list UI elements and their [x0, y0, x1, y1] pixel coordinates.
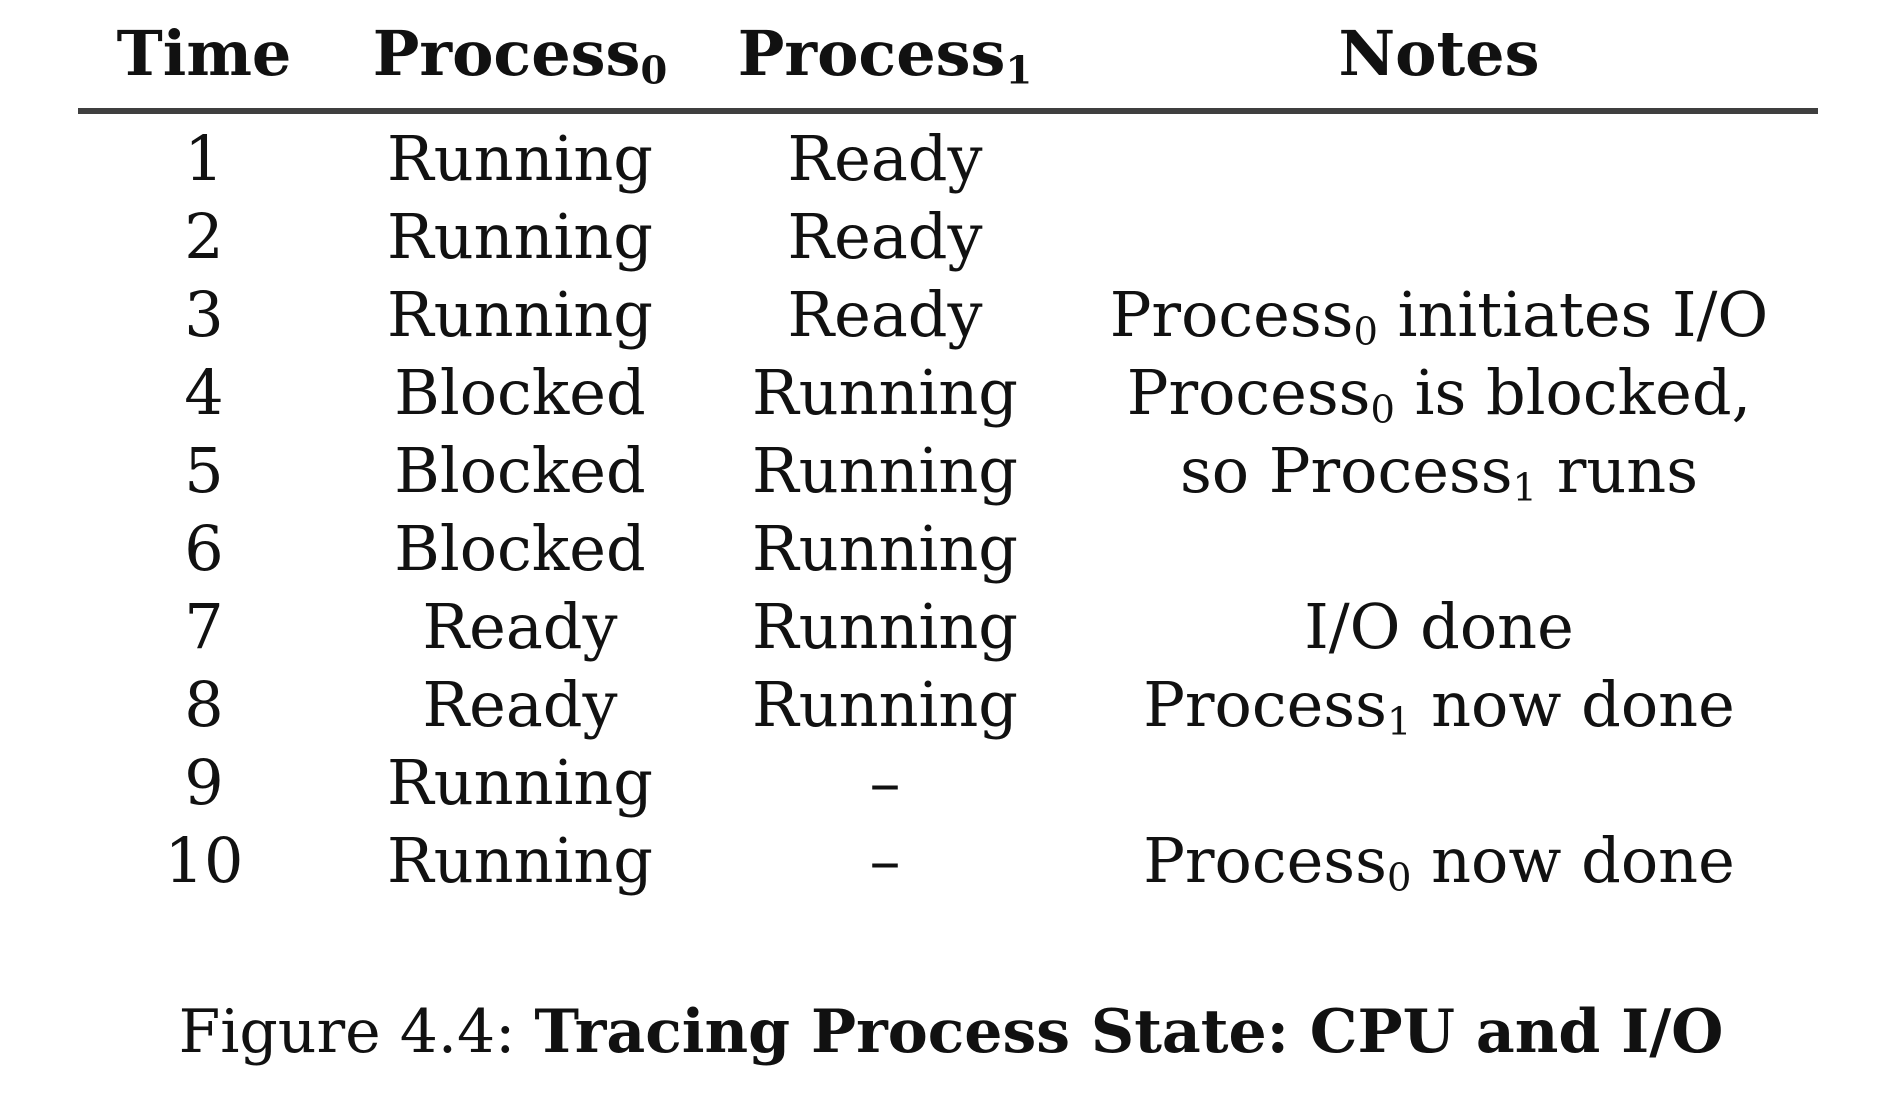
header-process1: Process1 — [710, 14, 1060, 114]
cell-note — [1060, 744, 1818, 822]
figure-caption: Figure 4.4: Tracing Process State: CPU a… — [0, 995, 1902, 1069]
cell-note: I/O done — [1304, 590, 1574, 663]
cell-note: Process0 now done — [1143, 824, 1735, 901]
table-row: 1 Running Ready — [78, 111, 1818, 198]
cell-process1: Running — [752, 512, 1018, 585]
table-row: 7 Ready Running I/O done — [78, 588, 1818, 666]
cell-time: 3 — [184, 278, 224, 351]
cell-time: 6 — [184, 512, 224, 585]
table-row: 2 Running Ready — [78, 198, 1818, 276]
process-state-table: Time Process0 Process1 Notes 1 Running R… — [78, 14, 1818, 900]
cell-time: 7 — [184, 590, 224, 663]
cell-note: so Process1 runs — [1179, 434, 1699, 511]
cell-time: 2 — [184, 200, 224, 273]
figure-caption-title: Tracing Process State: CPU and I/O — [534, 997, 1724, 1067]
header-process0: Process0 — [330, 14, 710, 114]
cell-process1: – — [869, 746, 901, 819]
cell-time: 9 — [184, 746, 224, 819]
cell-process1: Ready — [787, 200, 983, 273]
cell-process0: Running — [387, 824, 653, 897]
cell-time: 4 — [184, 356, 224, 429]
cell-process0: Blocked — [394, 434, 646, 507]
cell-time: 5 — [184, 434, 224, 507]
cell-process0: Running — [387, 278, 653, 351]
cell-time: 10 — [164, 824, 244, 897]
cell-process1: Ready — [787, 278, 983, 351]
table-row: 4 Blocked Running Process0 is blocked, — [78, 354, 1818, 432]
cell-process1: Running — [752, 668, 1018, 741]
cell-process1: Running — [752, 590, 1018, 663]
cell-process0: Ready — [422, 590, 618, 663]
cell-process1: Running — [752, 356, 1018, 429]
cell-note — [1060, 198, 1818, 276]
cell-process0: Ready — [422, 668, 618, 741]
cell-time: 8 — [184, 668, 224, 741]
cell-process1: – — [869, 824, 901, 897]
cell-process0: Running — [387, 746, 653, 819]
table-row: 9 Running – — [78, 744, 1818, 822]
table-row: 5 Blocked Running so Process1 runs — [78, 432, 1818, 510]
cell-note — [1060, 510, 1818, 588]
cell-note: Process0 is blocked, — [1126, 356, 1752, 433]
cell-process0: Blocked — [394, 512, 646, 585]
cell-note — [1060, 111, 1818, 198]
cell-process0: Running — [387, 200, 653, 273]
table-row: 6 Blocked Running — [78, 510, 1818, 588]
table-row: 8 Ready Running Process1 now done — [78, 666, 1818, 744]
header-time: Time — [78, 14, 330, 114]
cell-process0: Blocked — [394, 356, 646, 429]
cell-process1: Ready — [787, 122, 983, 195]
cell-note: Process0 initiates I/O — [1109, 278, 1769, 355]
table-header-row: Time Process0 Process1 Notes — [78, 14, 1818, 114]
cell-note: Process1 now done — [1143, 668, 1735, 745]
table-row: 10 Running – Process0 now done — [78, 822, 1818, 900]
figure-caption-prefix: Figure 4.4: — [178, 997, 535, 1067]
header-notes: Notes — [1060, 14, 1818, 114]
table-row: 3 Running Ready Process0 initiates I/O — [78, 276, 1818, 354]
cell-process0: Running — [387, 122, 653, 195]
cell-process1: Running — [752, 434, 1018, 507]
cell-time: 1 — [184, 122, 224, 195]
